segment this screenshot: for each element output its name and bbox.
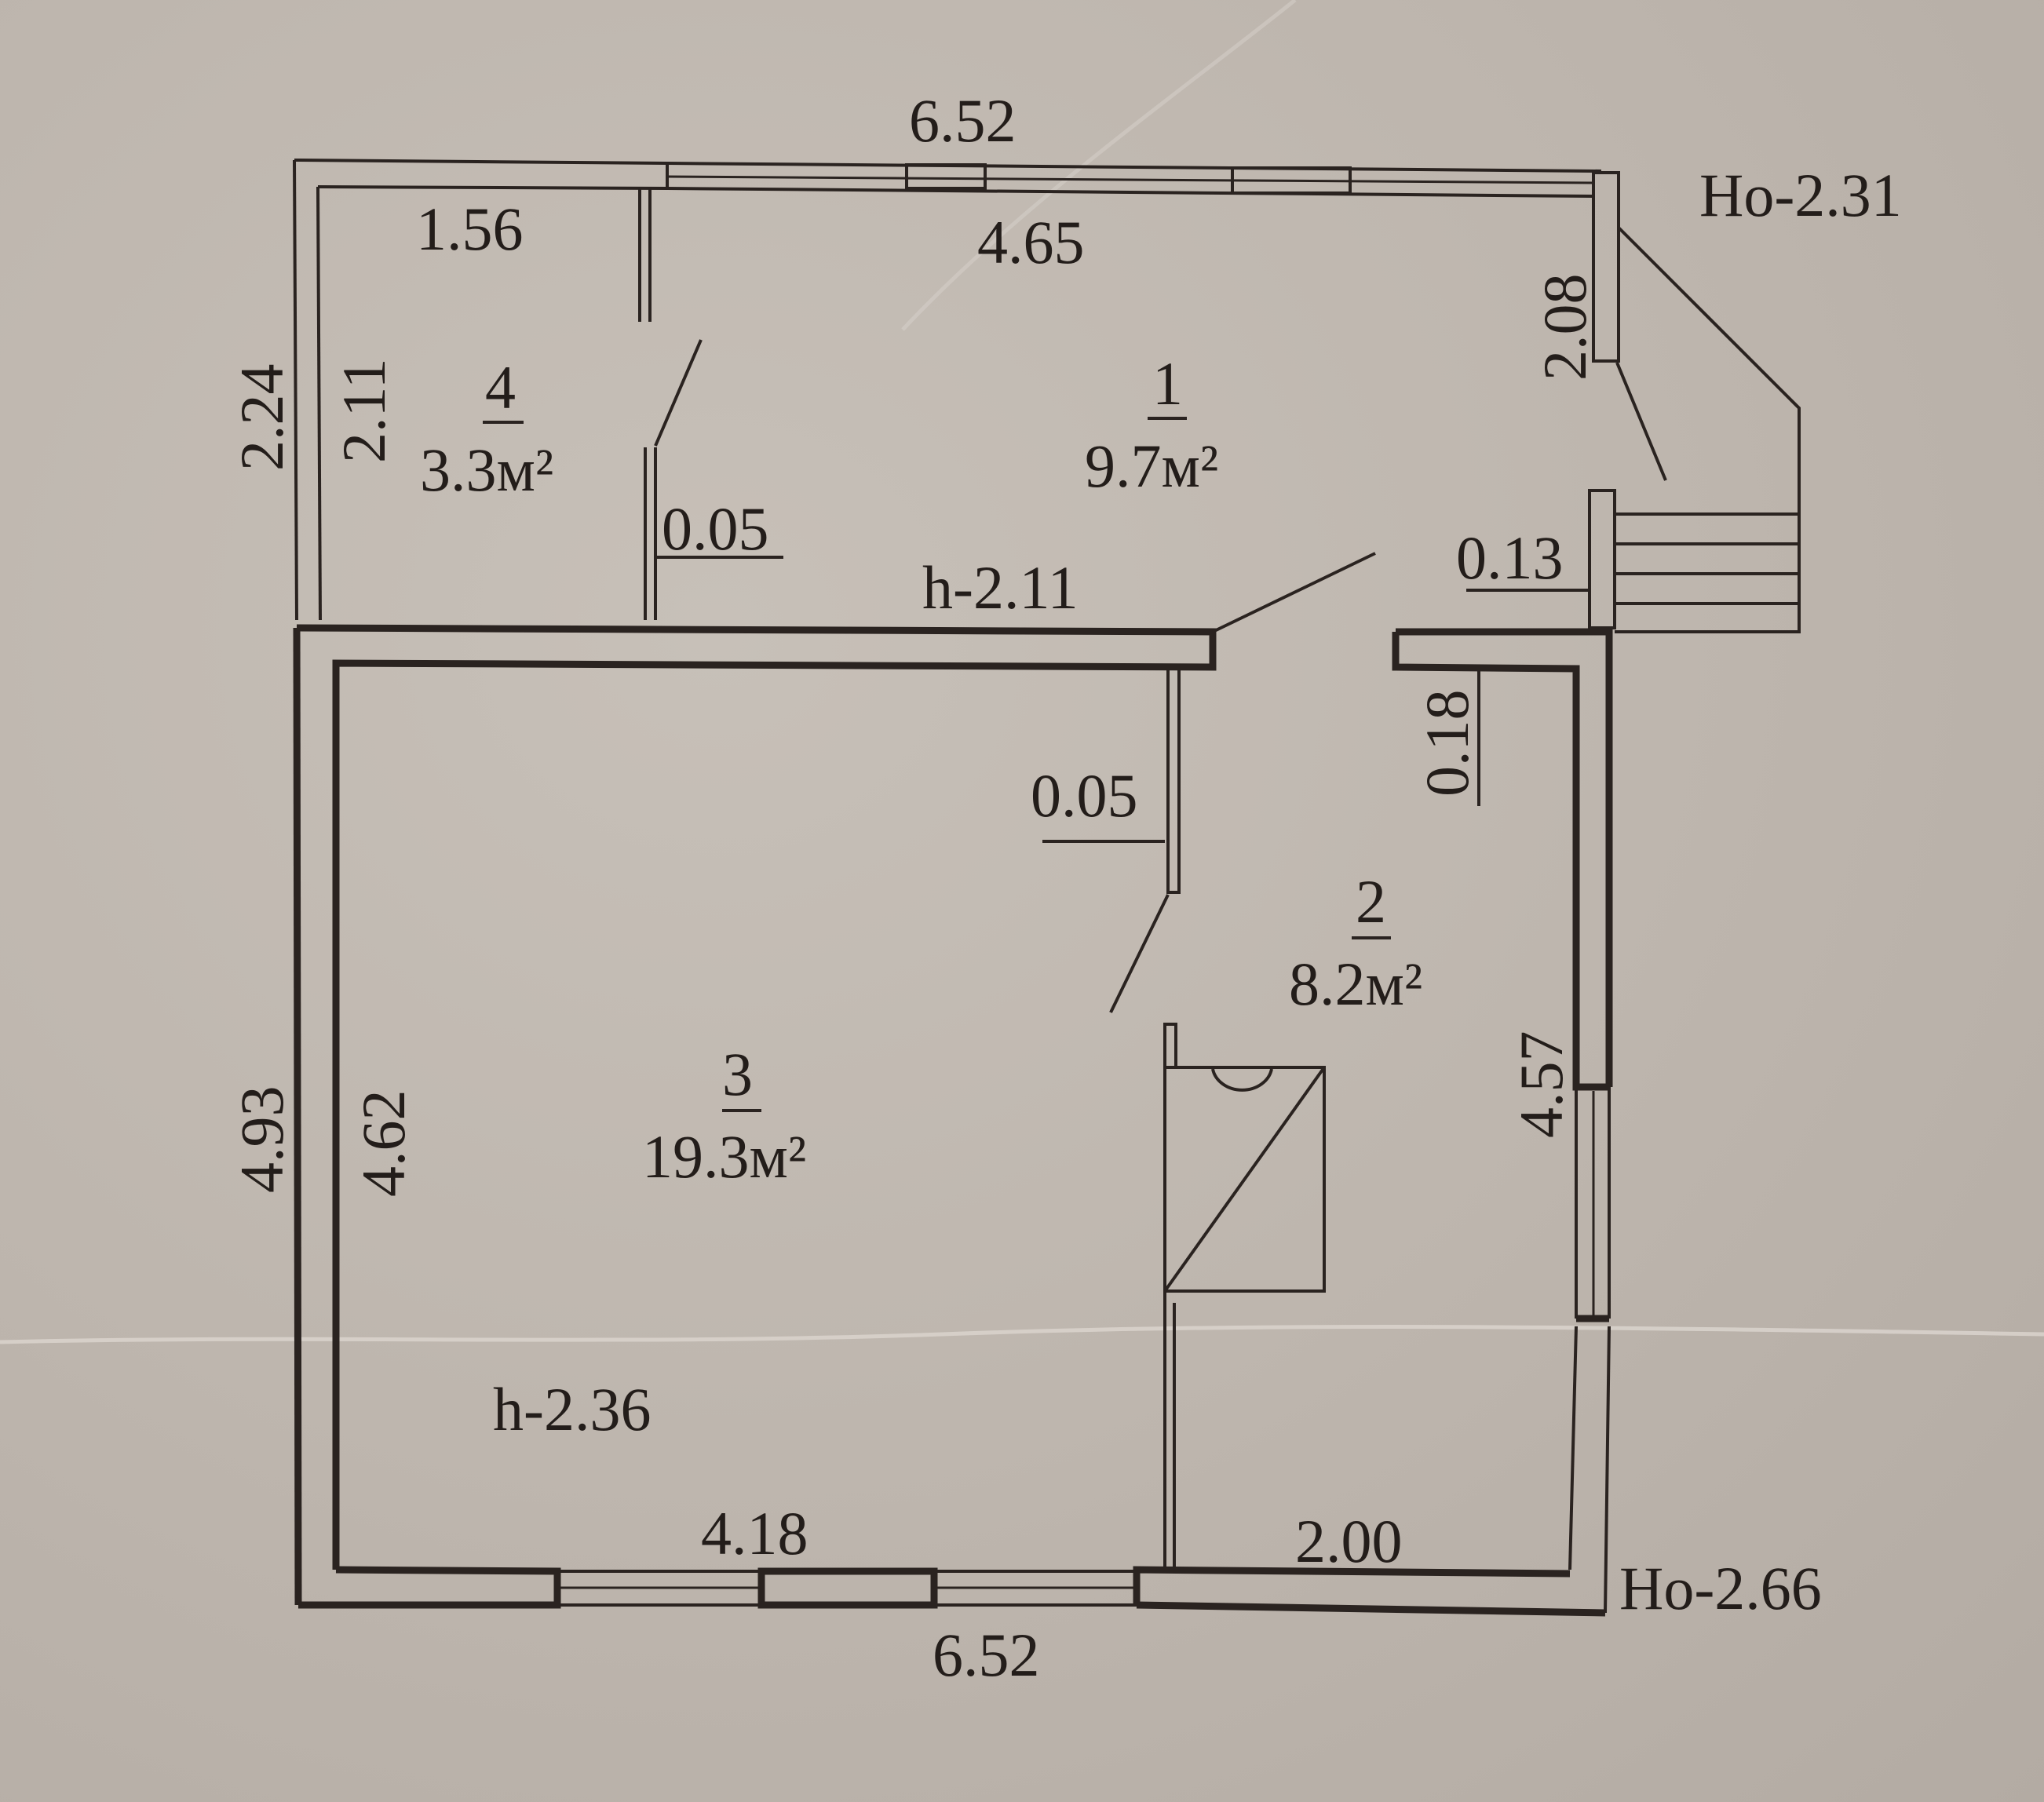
height-upper-ceiling: h-2.11 <box>922 553 1079 622</box>
paper-crease <box>0 1325 2044 1344</box>
stove-icon <box>1163 1066 1326 1293</box>
dim-porch-wall: 2.08 <box>1531 274 1599 381</box>
dim-room4-width: 1.56 <box>416 195 524 263</box>
dim-right-inner: 4.57 <box>1507 1031 1575 1139</box>
room-1-number: 1 <box>1152 349 1183 418</box>
height-lower-ceiling: h-2.36 <box>493 1375 651 1443</box>
room-3-number: 3 <box>722 1040 753 1108</box>
dim-top-overall: 6.52 <box>909 86 1017 155</box>
dim-bottom-overall: 6.52 <box>933 1621 1040 1689</box>
paper-crease <box>901 0 1297 331</box>
dim-room3-width: 4.18 <box>701 1499 808 1567</box>
room-2-number: 2 <box>1356 867 1386 936</box>
room-4-number: 4 <box>485 353 516 421</box>
wall-right: 0.18 <box>1413 690 1481 797</box>
dim-room1-width: 4.65 <box>977 208 1085 276</box>
labels: 6.52 1.56 4.65 Hо-2.31 2.24 2.11 2.08 4 … <box>228 86 1902 1689</box>
wall-porch: 0.13 <box>1456 523 1564 592</box>
height-outer-upper: Hо-2.31 <box>1699 161 1902 229</box>
room-3-area: 19.3м² <box>642 1122 806 1191</box>
dim-left-outer-upper: 2.24 <box>228 364 296 472</box>
room-4-area: 3.3м² <box>420 436 553 504</box>
dim-room2-width: 2.00 <box>1295 1507 1403 1575</box>
dimension-leaders <box>655 556 1590 843</box>
room-2-area: 8.2м² <box>1289 950 1422 1018</box>
wall-upper-partition: 0.05 <box>662 494 769 563</box>
dim-left-inner-upper: 2.11 <box>330 358 398 463</box>
upper-section-walls <box>293 159 1667 629</box>
height-outer-lower: Hо-2.66 <box>1619 1554 1822 1622</box>
wall-lower-partition: 0.05 <box>1031 761 1138 830</box>
room-1-area: 9.7м² <box>1085 432 1218 500</box>
dim-left-inner-lower: 4.62 <box>349 1090 418 1198</box>
dim-left-outer-lower: 4.93 <box>228 1086 296 1194</box>
main-section-walls <box>293 552 1613 1617</box>
porch-steps <box>1615 226 1801 633</box>
